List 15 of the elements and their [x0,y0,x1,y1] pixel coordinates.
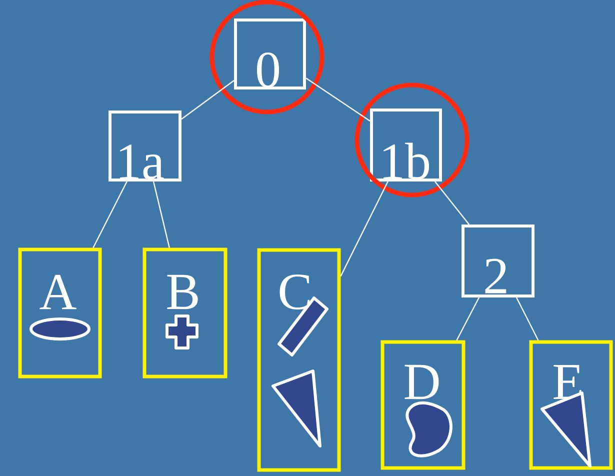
connector-line [456,297,480,341]
leaf-box: D [380,340,466,470]
connector-line [306,78,370,122]
leaf-box: A [18,248,102,378]
connector-line [92,181,128,248]
connector-line [152,181,170,248]
tree-node-box: 1b [370,108,442,182]
connector-line [181,80,234,120]
tree-node-box: 1a [108,110,182,182]
leaf-box: B [142,248,228,378]
connector-line [516,297,539,341]
connector-line [434,181,470,225]
tree-node-box: 2 [462,224,534,298]
tree-node-box: 0 [234,18,306,90]
connector-line [340,181,388,276]
